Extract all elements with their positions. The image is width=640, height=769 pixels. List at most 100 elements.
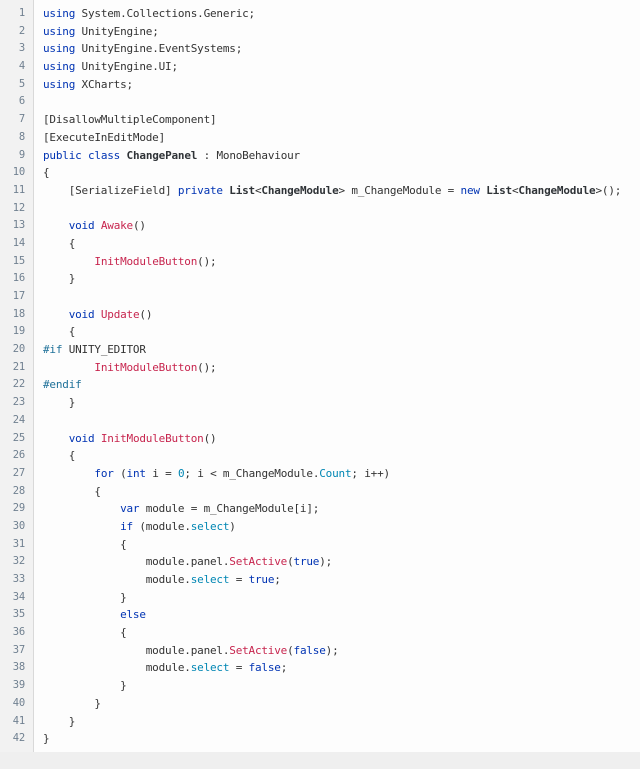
line-number: 41 xyxy=(12,714,25,727)
code-line-content: InitModuleButton(); xyxy=(34,253,640,271)
code-line-content: { xyxy=(34,447,640,465)
code-token: using xyxy=(43,77,76,91)
code-line-content: } xyxy=(34,695,640,713)
line-number: 1 xyxy=(18,7,25,19)
code-token: else xyxy=(120,608,146,622)
code-token: i = xyxy=(145,466,178,480)
code-token: void xyxy=(68,431,95,445)
code-token: { xyxy=(43,449,76,463)
code-line-content: void InitModuleButton() xyxy=(34,430,640,448)
code-line: 11 [SerializeField] private List<ChangeM… xyxy=(0,182,640,200)
code-token: InitModuleButton xyxy=(94,254,198,268)
code-line: 22#endif xyxy=(0,376,640,394)
code-token: } xyxy=(43,272,76,286)
code-token: module. xyxy=(43,661,191,675)
code-token: = xyxy=(229,661,249,675)
code-line: 25 void InitModuleButton() xyxy=(0,430,640,448)
code-token: ChangeModule xyxy=(518,183,596,197)
code-line: 37 module.panel.SetActive(false); xyxy=(0,642,640,660)
code-line: 30 if (module.select) xyxy=(0,518,640,536)
code-line-content: } xyxy=(34,394,640,412)
code-token: ); xyxy=(325,643,339,657)
code-line: 41 } xyxy=(0,713,640,731)
code-line-content: using System.Collections.Generic; xyxy=(34,5,640,23)
code-line-content: void Awake() xyxy=(34,217,640,235)
code-token: private xyxy=(177,183,223,197)
line-number: 6 xyxy=(18,95,25,108)
code-line: 26 { xyxy=(0,447,640,465)
code-token: public xyxy=(43,148,82,162)
code-line: 31 { xyxy=(0,536,640,554)
line-number: 7 xyxy=(18,113,25,126)
line-number: 34 xyxy=(12,590,25,603)
code-token: Update xyxy=(100,307,140,321)
line-number: 37 xyxy=(12,643,25,656)
line-number: 32 xyxy=(12,555,25,568)
code-token: SetActive xyxy=(229,555,288,569)
code-token: ) xyxy=(229,519,236,533)
code-token: ; xyxy=(280,661,288,675)
code-token: ( xyxy=(113,466,127,480)
code-line-content xyxy=(34,288,640,306)
code-token xyxy=(43,608,120,621)
code-token: Awake xyxy=(100,219,133,233)
code-line: 18 void Update() xyxy=(0,306,640,324)
code-token: ( xyxy=(287,643,294,657)
code-line-content: for (int i = 0; i < m_ChangeModule.Count… xyxy=(34,465,640,483)
line-number: 29 xyxy=(12,502,25,515)
line-number: 26 xyxy=(12,449,25,462)
code-line: 6 xyxy=(0,93,640,111)
code-token: > m_ChangeModule = xyxy=(338,183,461,197)
code-line: 14 { xyxy=(0,235,640,253)
code-line: 28 { xyxy=(0,483,640,501)
code-token: } xyxy=(43,696,101,710)
code-line-content: using UnityEngine; xyxy=(34,23,640,41)
code-token: using xyxy=(43,7,76,20)
code-token: void xyxy=(68,307,95,321)
code-line-content: } xyxy=(34,713,640,731)
code-line-content: [ExecuteInEditMode] xyxy=(34,129,640,147)
code-line: 7[DisallowMultipleComponent] xyxy=(0,111,640,129)
line-number: 42 xyxy=(12,732,25,745)
code-token: class xyxy=(87,148,121,162)
code-line-content xyxy=(34,200,640,218)
code-line: 35 else xyxy=(0,606,640,624)
code-token: using xyxy=(43,42,76,56)
line-number: 19 xyxy=(12,325,25,338)
code-token: var xyxy=(120,502,140,516)
code-line-content: [SerializeField] private List<ChangeModu… xyxy=(34,182,640,200)
code-token: int xyxy=(126,466,146,480)
code-line: 13 void Awake() xyxy=(0,217,640,235)
code-token: } xyxy=(43,714,76,728)
code-token: 0 xyxy=(177,466,185,480)
code-token: } xyxy=(43,396,76,410)
code-line: 10{ xyxy=(0,164,640,182)
code-line-content: } xyxy=(34,589,640,607)
code-line-content: if (module.select) xyxy=(34,518,640,536)
code-line-content: } xyxy=(34,270,640,288)
code-token xyxy=(43,432,69,445)
code-token: select xyxy=(190,519,230,533)
line-number: 38 xyxy=(12,661,25,674)
code-line-content: { xyxy=(34,483,640,501)
code-token: { xyxy=(43,537,127,551)
line-number: 39 xyxy=(12,679,25,692)
code-token: ; i++) xyxy=(351,466,390,480)
code-token: module.panel. xyxy=(43,555,230,569)
line-number: 17 xyxy=(12,290,25,302)
code-line-content: module.panel.SetActive(true); xyxy=(34,553,640,571)
code-token: ); xyxy=(319,555,333,569)
code-token: () xyxy=(132,219,146,233)
code-token: { xyxy=(43,484,101,498)
code-token: } xyxy=(43,732,50,746)
code-line-content: { xyxy=(34,624,640,642)
line-number: 11 xyxy=(12,183,25,196)
code-line-content: { xyxy=(34,164,640,182)
code-token: ChangePanel xyxy=(126,148,198,162)
code-token: UNITY_EDITOR xyxy=(62,343,146,357)
code-token: select xyxy=(190,573,230,586)
code-line: 40 } xyxy=(0,695,640,713)
line-number: 30 xyxy=(12,519,25,532)
